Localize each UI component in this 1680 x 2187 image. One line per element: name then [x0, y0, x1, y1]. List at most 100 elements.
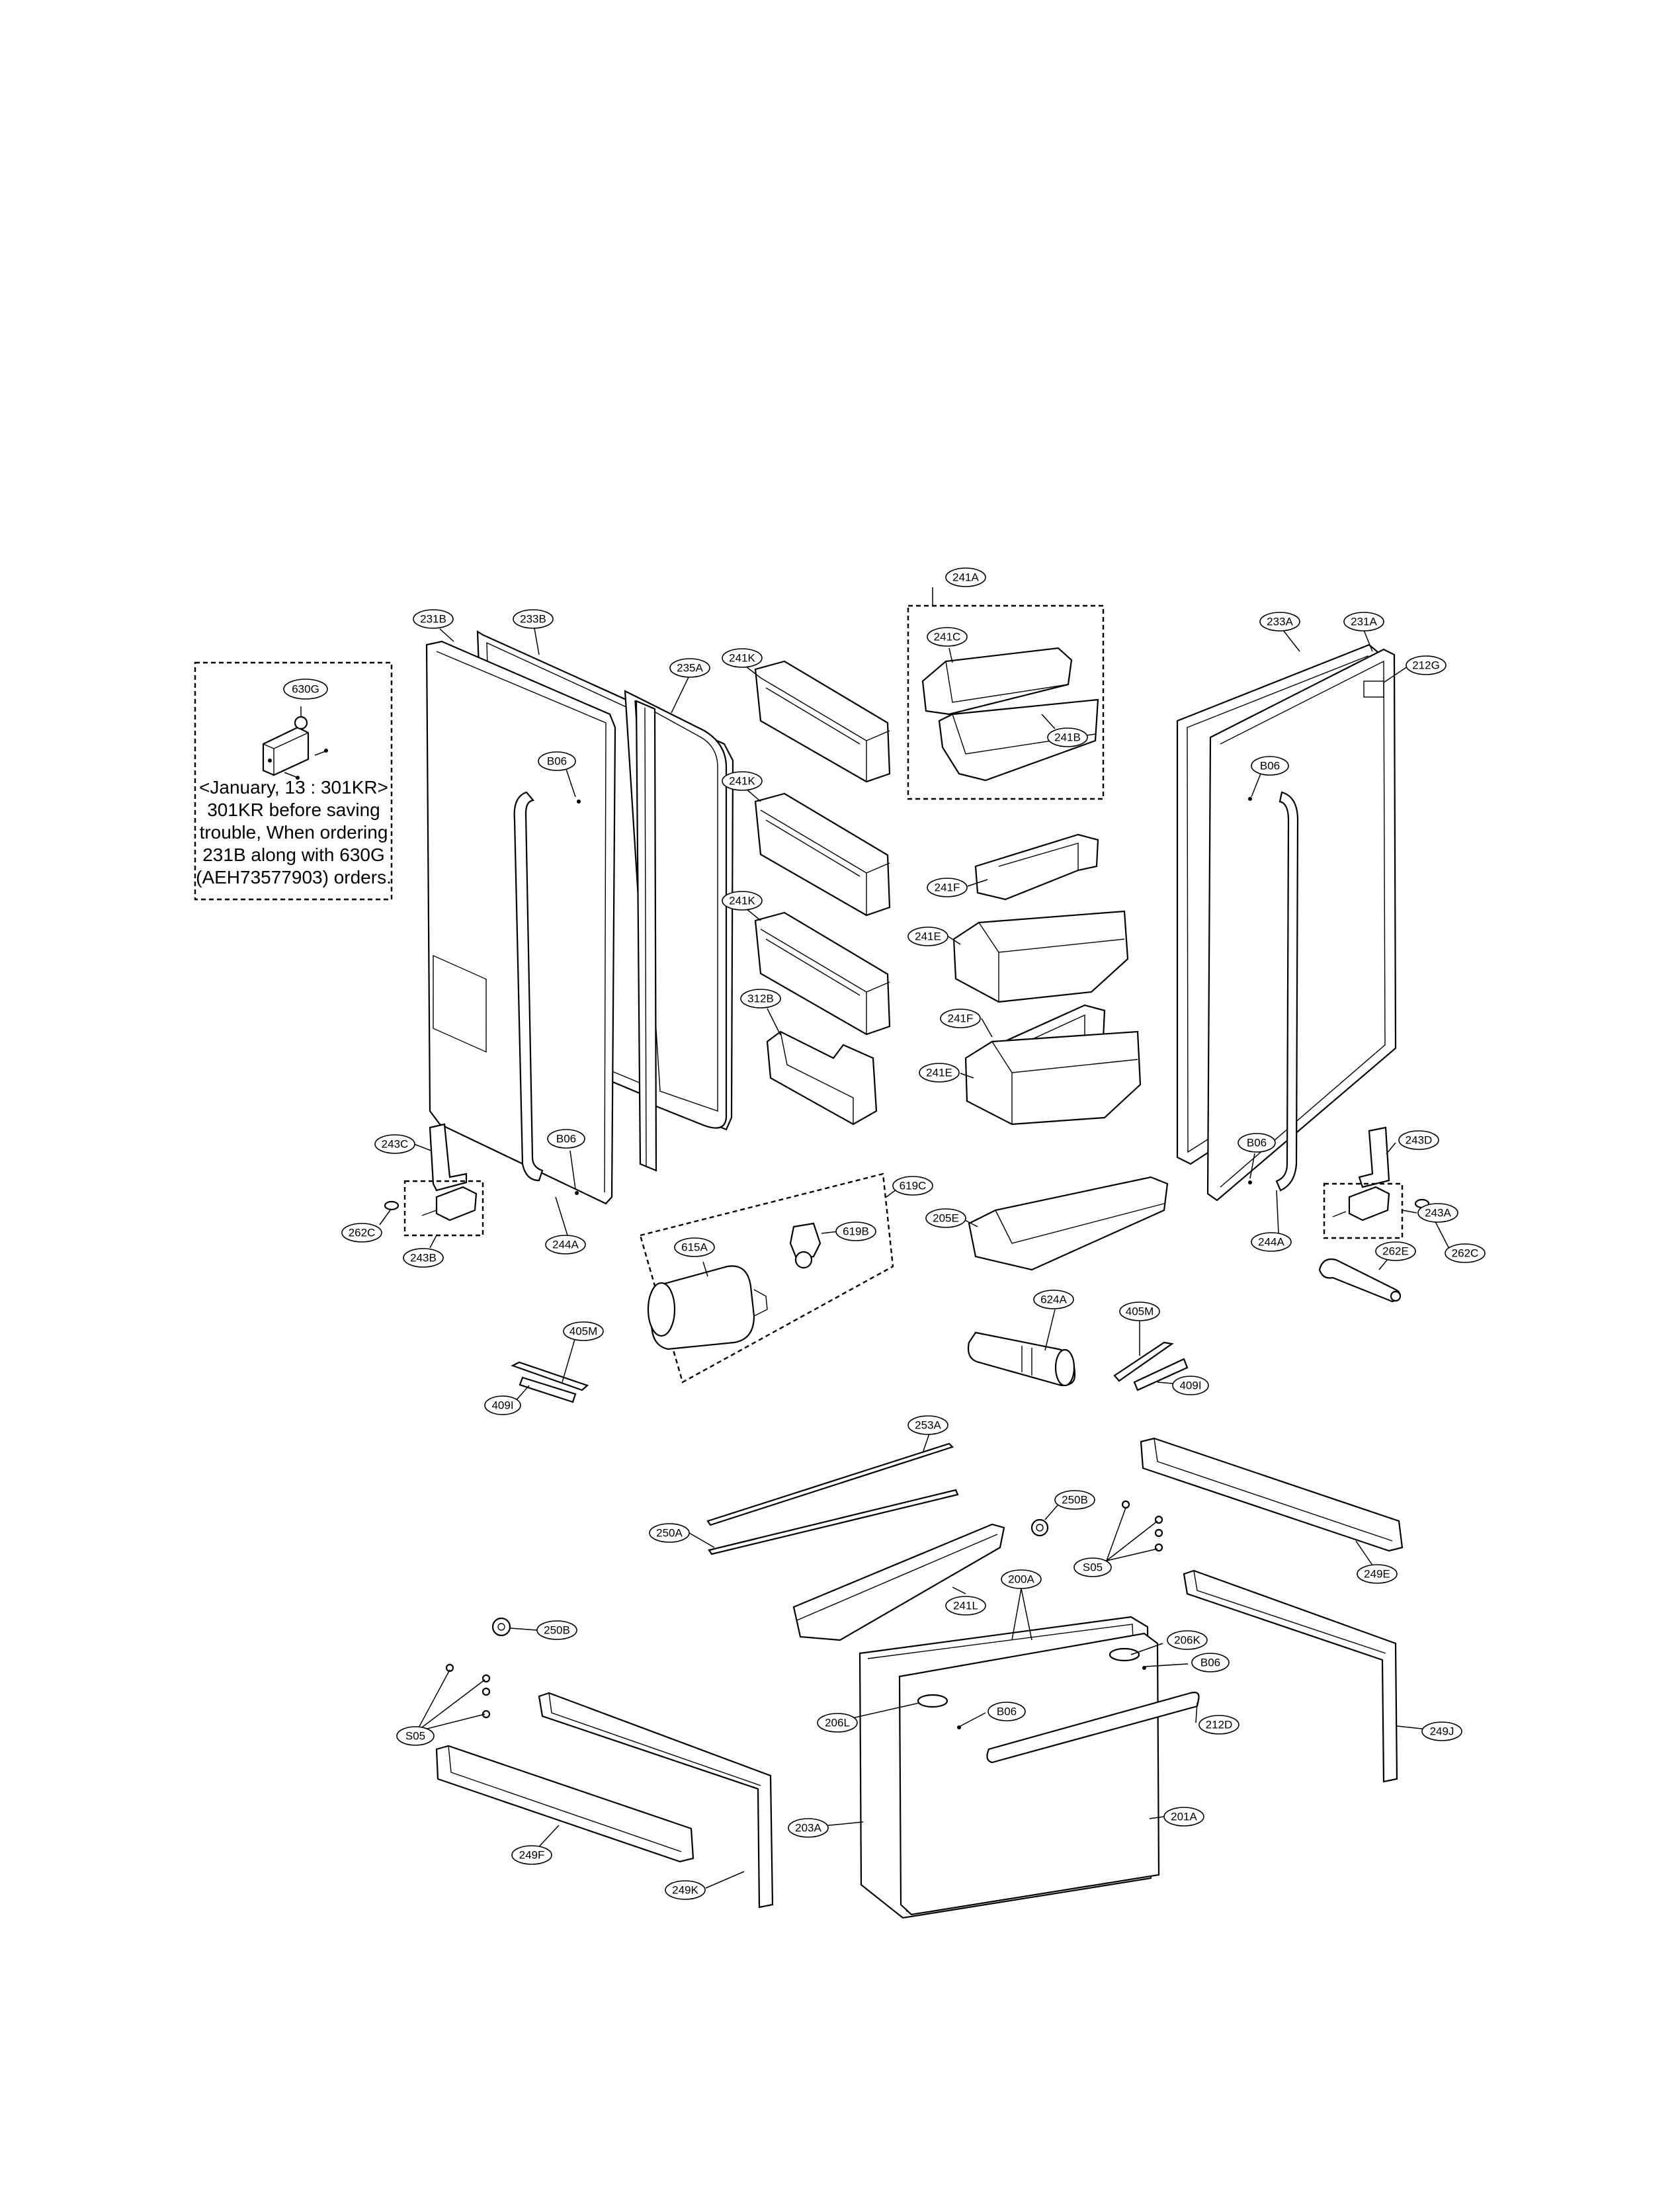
- label-s05-1: S05: [1073, 1557, 1112, 1577]
- svg-text:B06: B06: [1247, 1137, 1267, 1149]
- label-201a: 201A: [1163, 1807, 1204, 1827]
- note-line-3: trouble, When ordering: [200, 822, 388, 843]
- svg-text:B06: B06: [997, 1706, 1017, 1718]
- svg-text:624A: 624A: [1040, 1294, 1067, 1306]
- label-250a: 250A: [649, 1523, 690, 1543]
- valve-619b: [789, 1222, 821, 1269]
- door-bin-241k-3: [754, 911, 891, 1036]
- bin-241l: [792, 1523, 1005, 1641]
- svg-text:200A: 200A: [1008, 1573, 1034, 1586]
- svg-text:241A: 241A: [952, 571, 979, 584]
- svg-text:206K: 206K: [1174, 1634, 1200, 1647]
- label-250b-1: 250B: [1054, 1490, 1095, 1510]
- svg-text:233B: 233B: [520, 613, 546, 626]
- label-241l: 241L: [945, 1596, 986, 1616]
- svg-text:243A: 243A: [1425, 1207, 1451, 1219]
- label-405m-1: 405M: [563, 1321, 604, 1341]
- hinge-bracket-630g-illustration: [262, 706, 328, 780]
- svg-text:241F: 241F: [948, 1012, 974, 1025]
- svg-text:619C: 619C: [900, 1180, 927, 1192]
- svg-text:241K: 241K: [729, 775, 755, 788]
- filter-cartridge-624a: [967, 1331, 1076, 1387]
- svg-text:249F: 249F: [519, 1849, 545, 1862]
- label-b06-1: B06: [538, 751, 576, 771]
- svg-text:S05: S05: [405, 1730, 425, 1743]
- label-233a: 233A: [1259, 612, 1300, 632]
- note-box: <January, 13 : 301KR> 301KR before savin…: [194, 661, 393, 901]
- svg-text:619B: 619B: [843, 1225, 869, 1238]
- note-line-1: <January, 13 : 301KR>: [199, 777, 388, 798]
- label-615a: 615A: [674, 1237, 715, 1257]
- svg-text:405M: 405M: [569, 1325, 598, 1338]
- svg-text:201A: 201A: [1171, 1811, 1197, 1823]
- svg-text:241E: 241E: [926, 1067, 952, 1079]
- gear-250b-upper: [1030, 1518, 1049, 1537]
- rail-249j: [1183, 1569, 1398, 1783]
- part-labels: 630G 241A 241C 241B 231B 233B 235A 241K …: [283, 567, 1486, 1900]
- label-630g: 630G: [283, 679, 328, 700]
- svg-text:235A: 235A: [677, 662, 703, 675]
- label-262c-1: 262C: [341, 1223, 382, 1243]
- label-249e: 249E: [1357, 1564, 1398, 1584]
- strip-405m-right: [1113, 1341, 1189, 1391]
- label-b06-4: B06: [1238, 1133, 1276, 1153]
- svg-text:250B: 250B: [544, 1624, 570, 1637]
- label-231a: 231A: [1343, 612, 1384, 632]
- svg-text:212D: 212D: [1206, 1719, 1233, 1731]
- svg-text:212G: 212G: [1412, 659, 1440, 672]
- bracket-312b: [766, 1030, 878, 1126]
- svg-text:241B: 241B: [1054, 731, 1081, 744]
- strip-405m-left: [511, 1361, 589, 1403]
- svg-text:312B: 312B: [747, 993, 774, 1005]
- svg-text:B06: B06: [1200, 1657, 1220, 1669]
- label-241e-2: 241E: [919, 1063, 960, 1083]
- label-233b: 233B: [513, 609, 554, 629]
- label-253a: 253A: [907, 1415, 948, 1435]
- label-619c: 619C: [892, 1176, 933, 1196]
- washer-262c-left: [384, 1200, 399, 1211]
- door-bin-241k-1: [754, 660, 891, 783]
- svg-text:249E: 249E: [1364, 1568, 1390, 1581]
- svg-text:206L: 206L: [825, 1717, 850, 1729]
- label-249f: 249F: [511, 1845, 552, 1865]
- wrench-262e: [1318, 1258, 1402, 1303]
- label-243d: 243D: [1398, 1130, 1439, 1150]
- label-212g: 212G: [1406, 655, 1447, 675]
- svg-text:233A: 233A: [1267, 616, 1293, 628]
- bin-241e-2: [964, 1030, 1142, 1126]
- label-241f-2: 241F: [940, 1009, 981, 1028]
- svg-text:409I: 409I: [1179, 1380, 1201, 1392]
- svg-text:409I: 409I: [491, 1399, 513, 1412]
- label-624a: 624A: [1033, 1290, 1074, 1309]
- rail-249f: [435, 1745, 694, 1863]
- label-b06-6: B06: [987, 1702, 1026, 1721]
- svg-text:241E: 241E: [915, 930, 941, 943]
- label-619b: 619B: [835, 1221, 876, 1241]
- label-235a: 235A: [669, 658, 710, 678]
- label-249k: 249K: [665, 1880, 706, 1900]
- label-312b: 312B: [740, 989, 781, 1009]
- svg-text:241L: 241L: [953, 1600, 978, 1612]
- right-door-assembly: [1176, 643, 1397, 1202]
- svg-text:S05: S05: [1083, 1561, 1103, 1574]
- door-bin-241k-2: [754, 792, 891, 917]
- svg-text:262C: 262C: [349, 1227, 376, 1239]
- left-door-assembly: [425, 630, 734, 1205]
- svg-text:249K: 249K: [672, 1884, 698, 1897]
- svg-text:B06: B06: [547, 755, 567, 768]
- hinge-box-243b: [403, 1180, 484, 1237]
- label-249j: 249J: [1421, 1721, 1462, 1741]
- label-205e: 205E: [925, 1208, 966, 1228]
- label-250b-2: 250B: [536, 1620, 577, 1640]
- bin-205e: [968, 1176, 1169, 1271]
- label-243a: 243A: [1417, 1203, 1458, 1223]
- svg-text:630G: 630G: [292, 683, 319, 696]
- svg-text:241K: 241K: [729, 895, 755, 907]
- svg-text:262E: 262E: [1382, 1245, 1409, 1258]
- label-b06-2: B06: [1251, 756, 1289, 776]
- svg-text:249J: 249J: [1430, 1725, 1454, 1738]
- box-619c: [639, 1173, 894, 1383]
- svg-text:405M: 405M: [1126, 1305, 1154, 1318]
- label-s05-2: S05: [396, 1726, 435, 1746]
